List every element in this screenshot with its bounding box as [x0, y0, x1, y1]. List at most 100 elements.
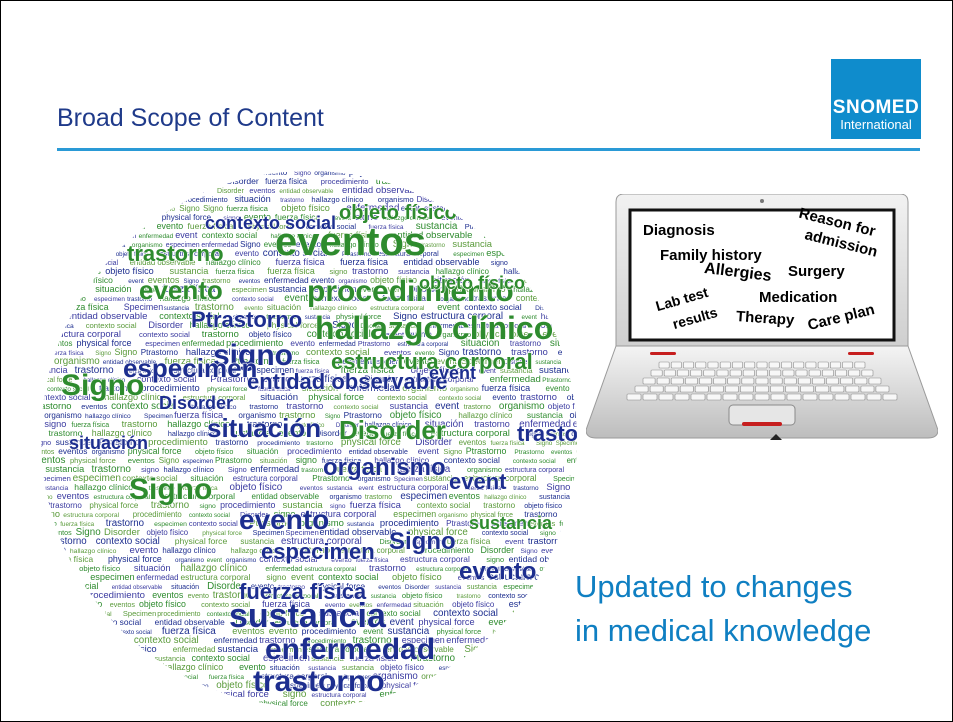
cloud-texture-word: contexto social: [377, 393, 427, 402]
keyboard-key: [882, 393, 898, 401]
cloud-texture-word: physical force: [408, 527, 468, 538]
laptop-keyboard: [626, 361, 898, 401]
cloud-texture-word: situación: [235, 194, 271, 204]
cloud-texture-word: fuerza física: [322, 456, 362, 465]
cloud-texture-word: Signo: [521, 548, 538, 555]
cloud-texture-word: contexto social: [464, 302, 522, 312]
cloud-texture-word: trastorno: [524, 509, 557, 519]
cloud-texture-word: eventos: [575, 537, 579, 546]
cloud-texture-word: especimen: [486, 248, 531, 258]
cloud-texture-word: signo: [527, 432, 542, 438]
cloud-texture-word: enfermedad: [265, 566, 302, 573]
cloud-texture-word: evento: [408, 330, 432, 339]
cloud-texture-word: contexto social: [533, 248, 579, 259]
cloud-texture-word: trastorno: [259, 635, 295, 645]
cloud-texture-word: eventos: [449, 491, 481, 501]
cloud-texture-word: especimen: [252, 365, 295, 375]
cloud-texture-word: Disorder: [95, 185, 128, 195]
cloud-texture-word: fuerza física: [275, 212, 320, 222]
cloud-texture-word: estructura corporal: [378, 249, 439, 258]
cloud-texture-word: Disorder: [336, 422, 359, 429]
cloud-texture-word: Signo: [179, 204, 200, 213]
cloud-texture-word: Ptrastorno: [141, 348, 179, 357]
cloud-texture-word: Specimen: [80, 654, 116, 663]
cloud-texture-word: procedimiento: [380, 517, 439, 528]
cloud-texture-word: enfermedad: [214, 636, 258, 645]
cloud-word: estructura corporal: [331, 349, 533, 374]
keyboard-key: [848, 369, 861, 377]
cloud-texture-word: sustancia: [139, 698, 175, 708]
cloud-texture-word: objeto físico: [281, 203, 330, 213]
laptop-indicator-left: [650, 352, 676, 355]
cloud-texture-word: situación: [95, 284, 131, 294]
cloud-texture-word: organismo: [226, 557, 257, 564]
cloud-texture-word: contexto social: [189, 519, 238, 528]
cloud-texture-word: enfermedad: [182, 339, 225, 348]
cloud-word: contexto social: [205, 213, 336, 233]
cloud-texture-word: enfermedad: [319, 341, 356, 348]
cloud-texture-word: contexto social: [201, 600, 250, 609]
keyboard-key: [670, 361, 682, 369]
cloud-texture-word: especimen: [263, 653, 310, 664]
cloud-texture-word: Specimen: [123, 609, 156, 618]
keyboard-key: [719, 361, 731, 369]
cloud-texture-word: objeto físico: [230, 482, 283, 493]
cloud-texture-word: trastorno: [108, 708, 138, 709]
cloud-texture-word: eventos: [57, 491, 90, 501]
cloud-texture-word: Disorder: [415, 437, 452, 448]
cloud-texture-word: estructura corporal: [304, 645, 370, 654]
cloud-texture-word: hallazgo clínico: [186, 347, 251, 358]
cloud-texture-word: estructura corporal: [183, 393, 246, 402]
cloud-texture-word: fuerza física: [491, 440, 525, 447]
keyboard-key: [674, 393, 690, 401]
cloud-texture-word: organismo: [116, 654, 151, 663]
cloud-texture-word: situación: [260, 458, 288, 465]
cloud-texture-word: hallazgo clínico: [311, 195, 363, 204]
cloud-texture-word: hallazgo clínico: [231, 546, 280, 555]
cloud-texture-word: procedimiento: [302, 626, 357, 636]
cloud-texture-word: organismo: [88, 680, 127, 690]
cloud-texture-word: entidad observable: [509, 554, 579, 564]
cloud-texture-word: situación: [490, 698, 524, 708]
cloud-texture-word: objeto físico: [480, 278, 513, 285]
keyboard-key: [769, 369, 782, 377]
cloud-texture-word: organismo: [402, 383, 447, 394]
cloud-texture-word: sustancia: [342, 663, 375, 672]
cloud-texture-word: fuerza física: [328, 230, 377, 240]
cloud-texture-word: entidad observable: [336, 708, 403, 709]
cloud-texture-word: fuerza física: [47, 287, 83, 294]
cloud-texture-word: evento: [526, 179, 547, 186]
cloud-texture-word: event: [437, 302, 460, 312]
cloud-texture-word: objeto físico: [556, 206, 579, 213]
cloud-texture-word: fuerza física: [535, 215, 570, 222]
cloud-texture-word: trastorno: [185, 683, 210, 690]
cloud-texture-word: physical force: [327, 682, 370, 690]
keyboard-key: [716, 369, 729, 377]
cloud-texture-word: contexto social: [98, 223, 145, 231]
cloud-texture-word: signo: [330, 267, 348, 276]
cloud-texture-word: fuerza física: [227, 204, 269, 213]
cloud-texture-word: contexto social: [439, 395, 483, 402]
keyboard-key: [756, 361, 768, 369]
cloud-texture-word: trastorno: [77, 665, 102, 672]
keyboard-key: [785, 385, 800, 393]
cloud-texture-word: contexto social: [417, 501, 471, 510]
cloud-texture-word: trastorno: [457, 593, 482, 600]
cloud-texture-word: eventos: [128, 456, 155, 465]
cloud-texture-word: objeto físico: [567, 392, 579, 402]
keyboard-key: [738, 393, 754, 401]
cloud-texture-word: event: [383, 284, 406, 294]
cloud-texture-word: objeto físico: [566, 223, 579, 231]
cloud-texture-word: objeto físico: [370, 275, 417, 285]
cloud-texture-word: evento: [331, 557, 352, 564]
cloud-texture-word: eventos: [69, 266, 101, 276]
cloud-texture-word: contexto social: [67, 611, 112, 618]
cloud-word: Signo: [129, 473, 212, 506]
cloud-texture-word: physical force: [308, 392, 364, 402]
cloud-texture-word: objeto físico: [452, 600, 495, 609]
cloud-texture-word: contexto social: [367, 609, 421, 618]
cloud-texture-word: event: [207, 557, 222, 564]
cloud-texture-word: fuerza física: [559, 519, 579, 528]
cloud-texture-word: entidad observable: [577, 170, 579, 177]
